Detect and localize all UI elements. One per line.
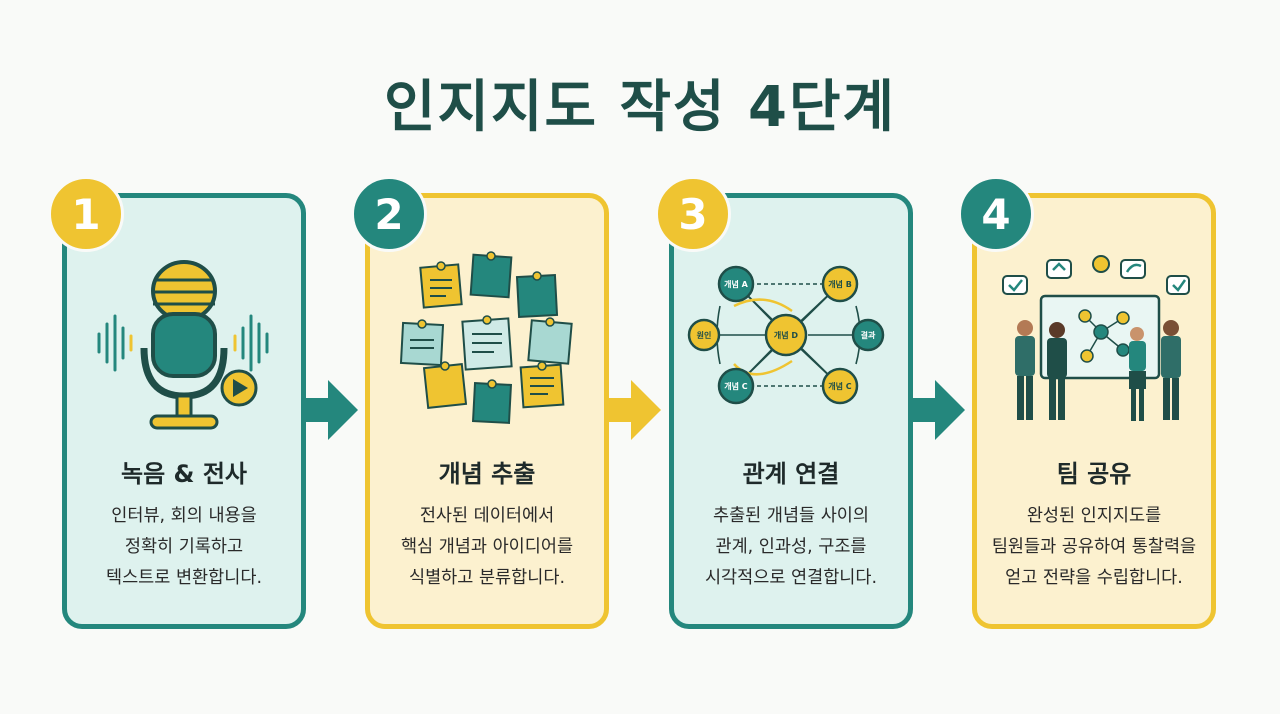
step-number-badge-3: 3	[655, 176, 731, 252]
step-number-badge-1: 1	[48, 176, 124, 252]
node-c2-label: 개념 C	[828, 381, 852, 391]
step-title: 관계 연결	[742, 460, 840, 488]
step-card-3: 개념 A 개념 B 개념 D 원인 결과 개념 C 개념 C 관계 연결 추출된…	[669, 193, 913, 629]
step-number-badge-4: 4	[958, 176, 1034, 252]
node-cause-label: 원인	[697, 330, 712, 340]
node-b-label: 개념 B	[828, 279, 852, 289]
concept-map-illustration: 개념 A 개념 B 개념 D 원인 결과 개념 C 개념 C	[687, 265, 885, 405]
step-title: 녹음 & 전사	[121, 460, 247, 488]
step-number-badge-2: 2	[351, 176, 427, 252]
node-a-label: 개념 A	[724, 279, 749, 289]
node-c-label: 개념 C	[724, 381, 748, 391]
sticky-notes-illustration	[399, 251, 573, 424]
team-sharing-illustration	[1002, 255, 1190, 421]
step-title: 개념 추출	[438, 460, 536, 488]
page-title: 인지지도 작성 4단계	[383, 75, 897, 140]
node-d-label: 개념 D	[774, 330, 799, 340]
node-effect-label: 결과	[861, 330, 876, 340]
arrow-right-icon	[306, 380, 358, 440]
microphone-illustration	[97, 260, 269, 430]
step-title: 팀 공유	[1056, 460, 1132, 488]
arrow-right-icon	[609, 380, 661, 440]
arrow-right-icon	[913, 380, 965, 440]
